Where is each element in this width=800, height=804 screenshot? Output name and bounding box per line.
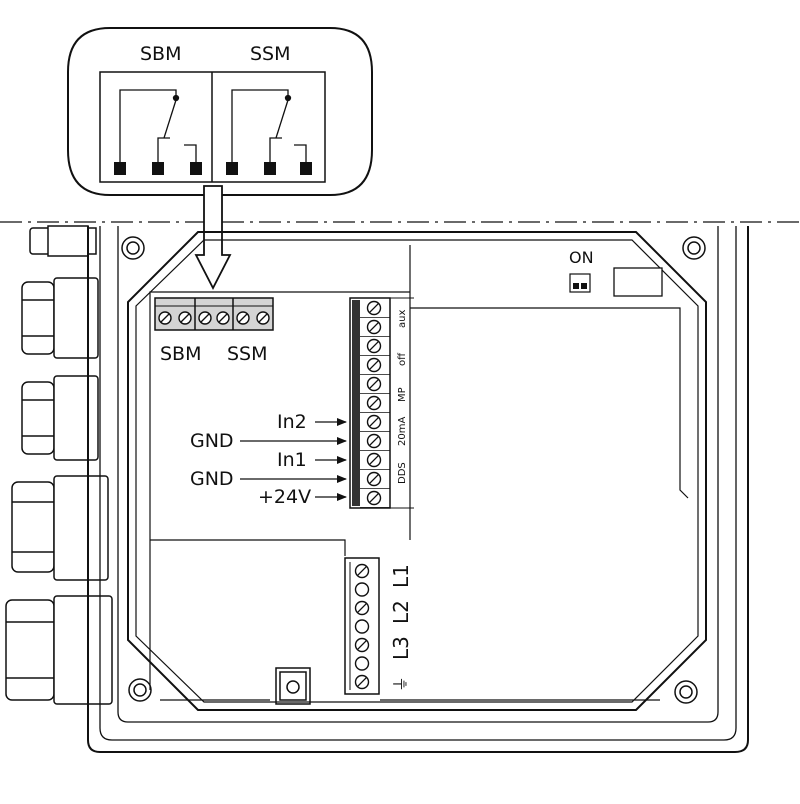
callout-sbm-label: SBM <box>140 43 182 65</box>
dip-switch-on-label: ON <box>569 248 594 267</box>
corner-screws <box>121 236 706 704</box>
control-terminal-screw-slot <box>368 473 380 485</box>
mains-label-l1: L1 <box>389 564 413 588</box>
ssm-relay-contact-icon <box>226 89 312 175</box>
relay-callout: SBM SSM <box>67 27 373 196</box>
signal-label-gnd-1: GND <box>190 430 234 452</box>
control-terminal-screw-slot <box>368 397 380 409</box>
control-terminal-screw-slot <box>368 435 380 447</box>
callout-pointer-arrow <box>194 185 232 290</box>
earth-symbol-icon: ⏚ <box>391 676 410 692</box>
dip-switch: ON <box>569 248 663 297</box>
control-terminal-screw-slot <box>368 416 380 428</box>
relay-terminal-block: SBM SSM <box>154 297 274 365</box>
terminal-label-mp: MP <box>397 387 408 402</box>
control-terminal-screw-slot <box>368 321 380 333</box>
signal-label-gnd-2: GND <box>190 468 234 490</box>
control-terminal-screw-slot <box>368 492 380 504</box>
mains-label-l3: L3 <box>389 636 413 660</box>
terminal-ssm-label: SSM <box>227 343 268 365</box>
signal-wires <box>240 418 347 501</box>
cable-glands <box>5 225 113 705</box>
mains-terminal-screw <box>354 582 370 597</box>
mains-terminal-screw <box>354 619 370 634</box>
mains-terminal-screw-slot <box>356 639 368 651</box>
mains-terminal-screw <box>354 656 370 671</box>
control-terminal-screw-slot <box>368 378 380 390</box>
mains-terminal-screw-slot <box>356 602 368 614</box>
mains-terminal-screw-slot <box>356 565 368 577</box>
control-terminal-block: aux off MP 20mA DDS <box>349 297 414 509</box>
terminal-box-housing <box>87 226 749 753</box>
control-terminal-screw-slot <box>368 302 380 314</box>
terminal-label-20ma: 20mA <box>397 417 408 446</box>
bottom-screw <box>275 667 311 705</box>
control-terminal-screw-slot <box>368 340 380 352</box>
sbm-relay-contact-icon <box>114 89 202 175</box>
control-terminal-screw-slot <box>368 454 380 466</box>
mains-terminal-block: L1 L2 L3 ⏚ <box>344 557 413 695</box>
signal-label-24v: +24V <box>258 486 311 508</box>
mains-terminal-screw-slot <box>356 676 368 688</box>
signal-label-in1: In1 <box>277 449 307 471</box>
terminal-label-aux: aux <box>397 310 408 328</box>
terminal-label-dds: DDS <box>397 462 408 484</box>
terminal-sbm-label: SBM <box>160 343 202 365</box>
mains-label-l2: L2 <box>389 600 413 624</box>
terminal-label-off: off <box>397 352 408 366</box>
control-terminal-screw-slot <box>368 359 380 371</box>
signal-label-in2: In2 <box>277 411 307 433</box>
callout-ssm-label: SSM <box>250 43 291 65</box>
